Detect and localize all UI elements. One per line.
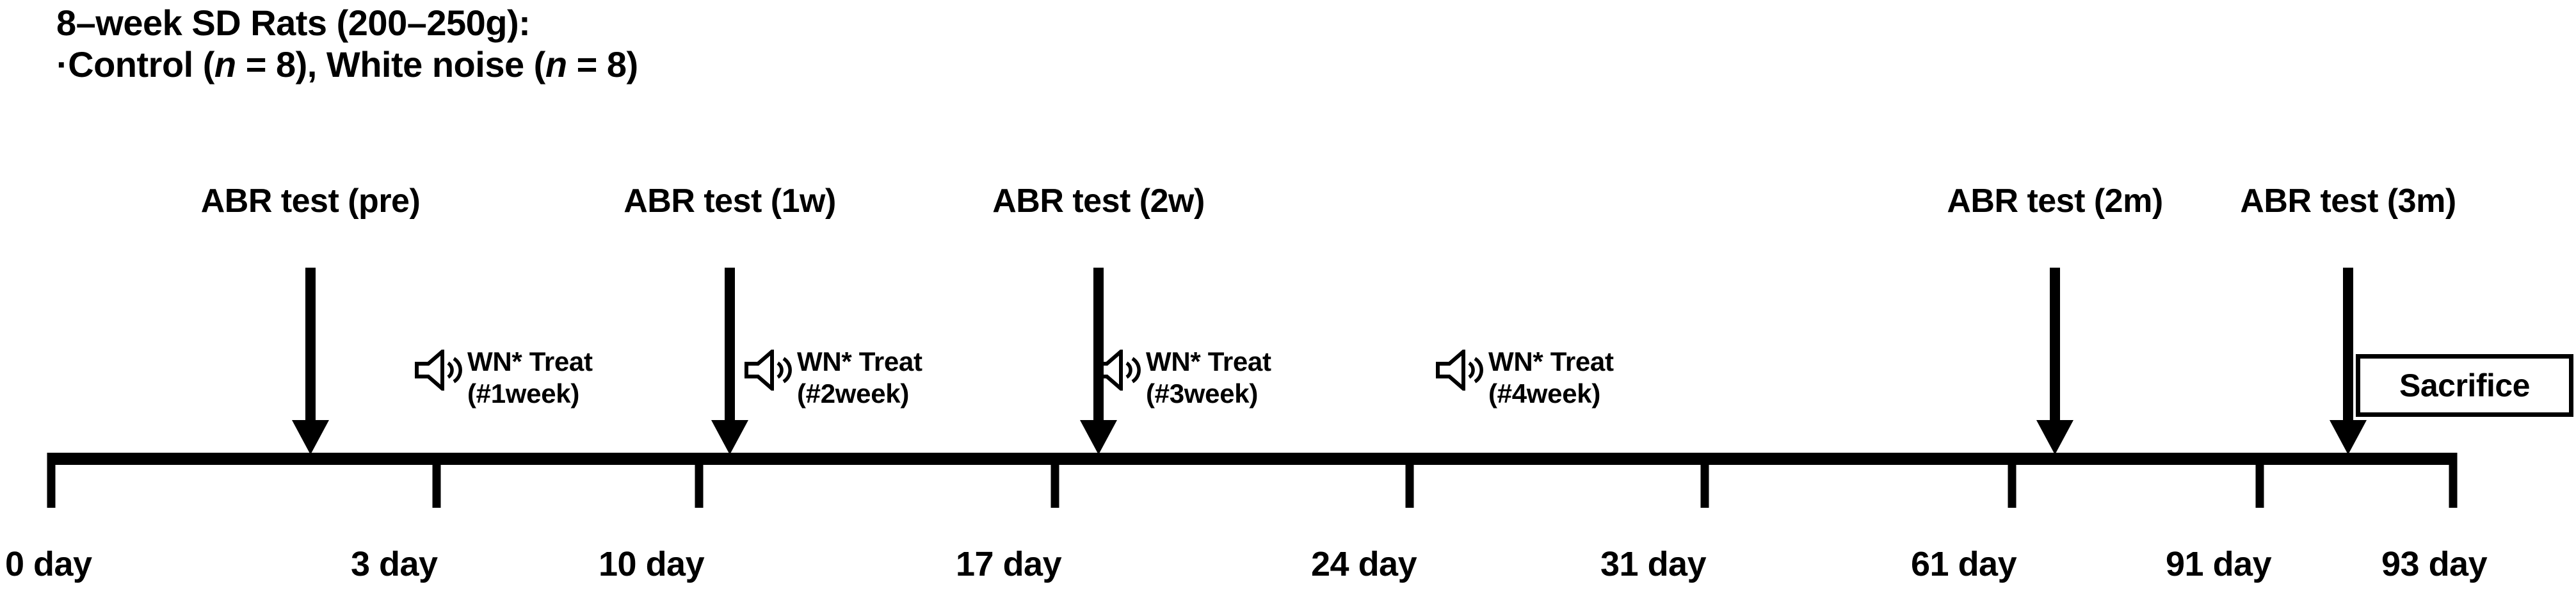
abr-test-label-pre: ABR test (pre) xyxy=(200,182,421,220)
speaker-icon xyxy=(415,347,462,394)
arrow-head xyxy=(711,420,748,455)
arrow-shaft xyxy=(2050,268,2060,421)
header-line-2: ·Control (n = 8), White noise (n = 8) xyxy=(56,44,1465,86)
header-line-2-suffix: = 8) xyxy=(567,44,639,85)
wn-treat-group-2: WN* Treat (#2week) xyxy=(745,346,922,409)
timeline-tick-3 xyxy=(432,453,441,508)
abr-test-label-1w: ABR test (1w) xyxy=(624,182,836,220)
speaker-icon xyxy=(745,347,792,394)
arrow-shaft xyxy=(725,268,735,421)
timeline-tick-31 xyxy=(1700,453,1709,508)
header-line-1: 8–week SD Rats (200–250g): xyxy=(56,3,531,43)
speaker-icon xyxy=(1436,347,1483,394)
timeline-axis xyxy=(48,453,2457,465)
abr-arrow-3m xyxy=(2330,268,2367,455)
day-label-24: 24 day xyxy=(1311,545,1417,583)
arrow-head xyxy=(1080,420,1117,455)
timeline-tick-24 xyxy=(1405,453,1414,508)
speaker-icon xyxy=(1093,347,1141,394)
timeline-tick-10 xyxy=(695,453,704,508)
wn-treat-line-1: WN* Treat xyxy=(1146,346,1271,377)
day-label-0: 0 day xyxy=(5,545,92,583)
day-label-93: 93 day xyxy=(2381,545,2488,583)
day-label-10: 10 day xyxy=(599,545,705,583)
day-label-31: 31 day xyxy=(1600,545,1707,583)
arrow-head xyxy=(292,420,329,455)
arrow-shaft xyxy=(305,268,316,421)
figure-header: 8–week SD Rats (200–250g): ·Control (n =… xyxy=(56,3,1465,86)
arrow-head xyxy=(2330,420,2367,455)
header-n-italic-2: n xyxy=(545,44,567,85)
abr-arrow-2m xyxy=(2036,268,2073,455)
arrow-head xyxy=(2036,420,2073,455)
sacrifice-box: Sacrifice xyxy=(2356,354,2573,417)
abr-test-label-2w: ABR test (2w) xyxy=(992,182,1205,220)
abr-test-label-3m: ABR test (3m) xyxy=(2240,182,2456,220)
abr-test-label-2m: ABR test (2m) xyxy=(1947,182,2163,220)
abr-arrow-1w xyxy=(711,268,748,455)
sacrifice-label: Sacrifice xyxy=(2399,368,2530,403)
day-label-91: 91 day xyxy=(2166,545,2272,583)
wn-treat-text-3: WN* Treat (#3week) xyxy=(1146,346,1271,409)
wn-treat-group-1: WN* Treat (#1week) xyxy=(415,346,593,409)
arrow-shaft xyxy=(2343,268,2353,421)
header-line-2-prefix: ·Control ( xyxy=(56,44,214,85)
wn-treat-line-2: (#3week) xyxy=(1146,378,1259,409)
day-label-3: 3 day xyxy=(351,545,438,583)
header-n-italic-1: n xyxy=(214,44,236,85)
timeline-tick-91 xyxy=(2255,453,2264,508)
timeline-tick-93 xyxy=(2449,453,2458,508)
abr-arrow-2w xyxy=(1080,268,1117,455)
wn-treat-line-1: WN* Treat xyxy=(1488,346,1614,377)
timeline-tick-61 xyxy=(2008,453,2017,508)
header-line-2-mid: = 8), White noise ( xyxy=(236,44,546,85)
wn-treat-group-4: WN* Treat (#4week) xyxy=(1436,346,1614,409)
wn-treat-text-4: WN* Treat (#4week) xyxy=(1488,346,1614,409)
wn-treat-line-1: WN* Treat xyxy=(797,346,922,377)
wn-treat-group-3: WN* Treat (#3week) xyxy=(1093,346,1271,409)
day-label-17: 17 day xyxy=(956,545,1062,583)
wn-treat-line-2: (#4week) xyxy=(1488,378,1601,409)
wn-treat-line-2: (#1week) xyxy=(467,378,580,409)
wn-treat-text-2: WN* Treat (#2week) xyxy=(797,346,922,409)
wn-treat-line-2: (#2week) xyxy=(797,378,910,409)
timeline-tick-17 xyxy=(1051,453,1059,508)
timeline-tick-0 xyxy=(47,453,56,508)
wn-treat-text-1: WN* Treat (#1week) xyxy=(467,346,593,409)
abr-arrow-pre xyxy=(292,268,329,455)
arrow-shaft xyxy=(1093,268,1104,421)
wn-treat-line-1: WN* Treat xyxy=(467,346,593,377)
day-label-61: 61 day xyxy=(1911,545,2017,583)
